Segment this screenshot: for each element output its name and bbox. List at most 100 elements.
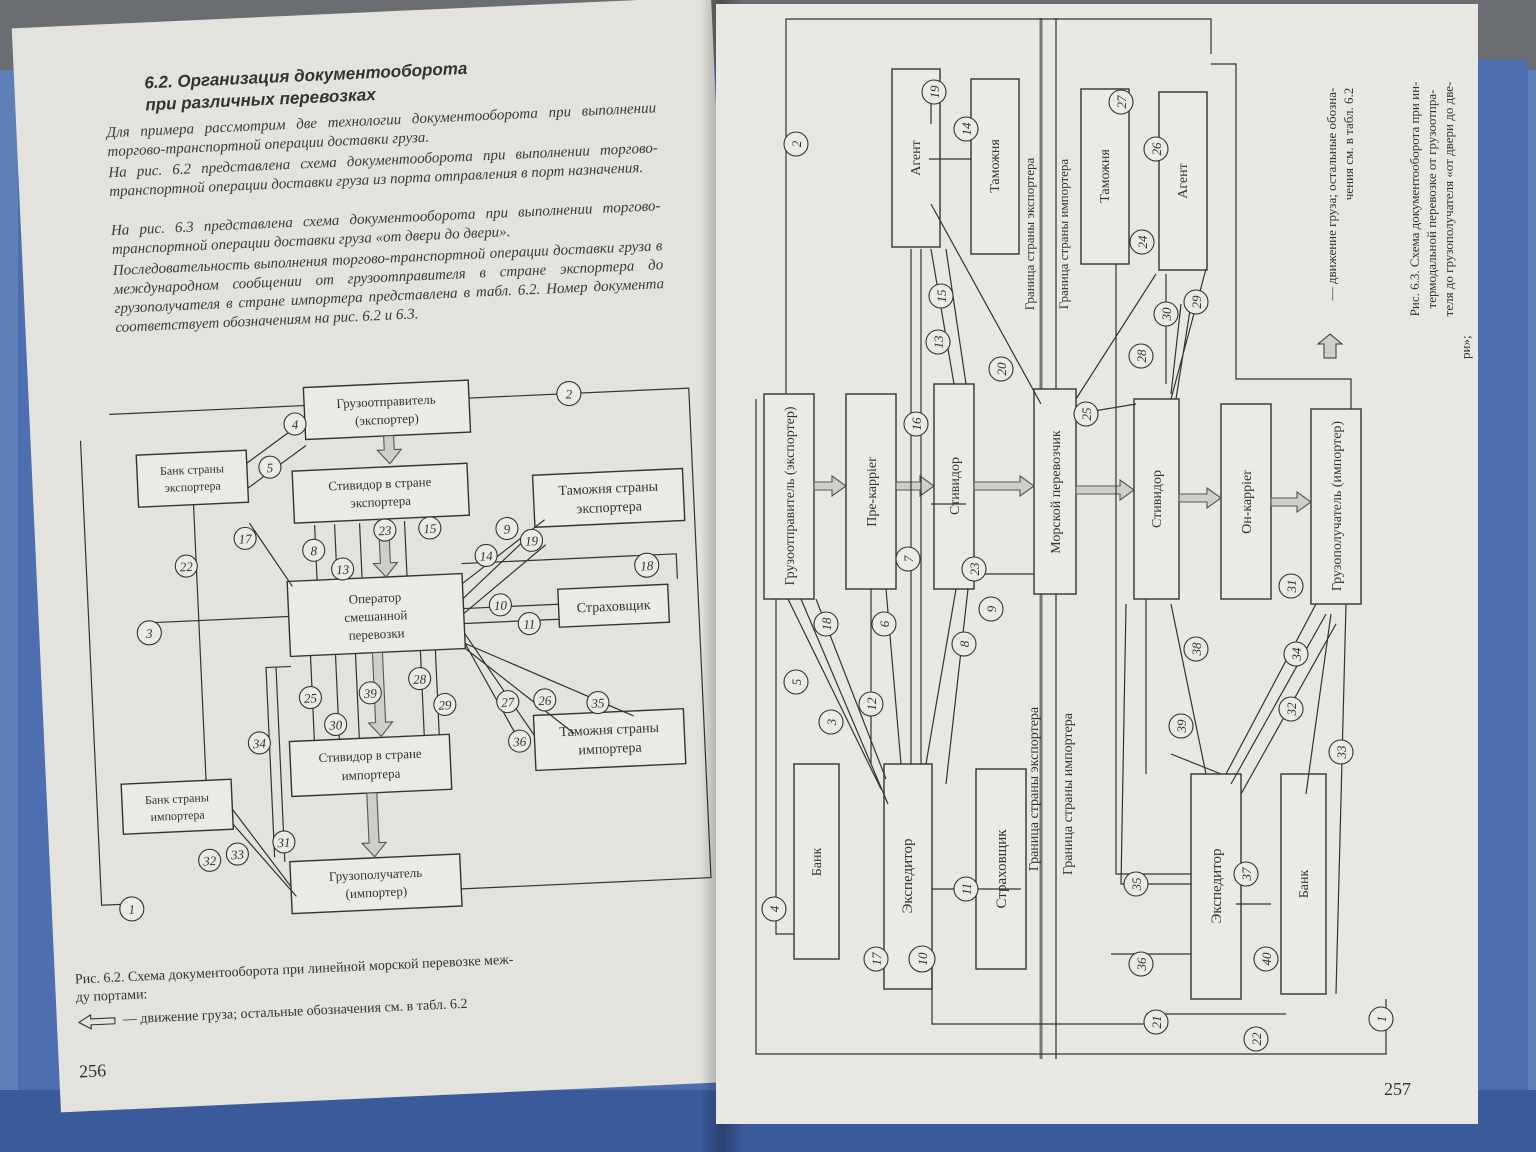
cargo-arrow	[376, 434, 403, 465]
circle-number: 32	[1284, 702, 1299, 717]
box-label: импортера	[150, 807, 205, 823]
cargo-arrow	[360, 792, 388, 858]
box-shipper: Грузоотправитель (экспортер)	[763, 393, 815, 600]
circle-number: 31	[276, 835, 291, 851]
legend: — движение груза; остальные обозначения …	[77, 985, 697, 1031]
circle-number: 10	[494, 598, 508, 614]
box-label: Страховщик	[994, 829, 1010, 909]
box-label: экспортера	[350, 493, 412, 511]
right-page: Грузоотправитель (экспортер) Пре-каррier…	[716, 4, 1478, 1124]
circle-number: 16	[909, 417, 924, 431]
cargo-arrow	[1270, 490, 1312, 514]
page-number: 257	[1384, 1079, 1411, 1099]
section-heading: 6.2. Организация документооборота при ра…	[144, 58, 469, 117]
circle-number: 4	[291, 417, 299, 432]
circle-number: 36	[512, 734, 527, 750]
circle-number: 3	[145, 626, 154, 641]
flow-line	[79, 440, 142, 906]
circle-number: 6	[877, 620, 892, 627]
border-label: Граница страны экспортера	[1027, 706, 1042, 871]
circle-number: 17	[869, 952, 884, 966]
box-label: экспортера	[576, 499, 643, 517]
circle-number: 33	[230, 847, 245, 863]
figure-6-3-diagram: Грузоотправитель (экспортер) Пре-каррier…	[755, 18, 1473, 1059]
circle-number: 35	[1129, 877, 1144, 892]
box-label: смешанной	[344, 607, 408, 625]
circle-number: 2	[565, 386, 573, 401]
circle-number: 30	[328, 717, 343, 733]
circle-number: 23	[378, 523, 392, 539]
circle-number: 31	[1284, 580, 1299, 594]
box-label: Оператор	[348, 589, 401, 606]
box-agent-importer: Агент	[1158, 91, 1208, 271]
box-bank-exporter: Банк	[793, 763, 840, 960]
box-stevedore-exporter: Стивидор в стране экспортера	[291, 462, 471, 524]
box-label: Грузоотправитель (экспортер)	[783, 406, 798, 585]
circle-number: 19	[525, 533, 539, 549]
circle-number: 4	[767, 905, 782, 912]
box-customs-importer: Таможня страны импортера	[532, 707, 687, 772]
circle-number: 32	[202, 853, 217, 869]
box-label: Он-каррier	[1240, 470, 1255, 534]
box-label: Банк	[1297, 870, 1312, 899]
circle-number: 13	[336, 562, 350, 578]
caption-line: Рис. 6.3. Схема документооборота при ин-	[1407, 82, 1422, 317]
box-label: Пре-каррier	[865, 457, 880, 527]
circle-number: 30	[1159, 307, 1174, 322]
box-label: Стивидор в стране	[318, 746, 422, 766]
circle-number: 29	[1189, 295, 1204, 309]
box-bank-exporter: Банк страны экспортера	[135, 449, 250, 508]
caption-line: — движение груза; остальные обозна-	[1324, 88, 1339, 302]
circle-number: 18	[819, 617, 834, 631]
cargo-arrow-icon	[77, 1013, 116, 1030]
circle-number: 38	[1189, 642, 1204, 657]
box-sea-carrier: Морской перевозчик	[1033, 388, 1077, 595]
box-consignee: Грузополучатель (импортер)	[289, 853, 463, 915]
circle-number: 21	[1149, 1016, 1164, 1029]
circle-number: 40	[1259, 952, 1274, 966]
box-label: импортера	[578, 741, 643, 759]
box-label: Агент	[1176, 163, 1191, 199]
caption-line: термодальной перевозке от грузоотпра-	[1424, 90, 1439, 309]
box-customs-exporter: Таможня страны экспортера	[531, 467, 686, 528]
circle-number: 26	[538, 693, 552, 709]
circle-number: 27	[1114, 95, 1129, 109]
box-bank-importer: Банк	[1280, 773, 1327, 995]
box-forwarder-importer: Экспедитор	[1190, 773, 1242, 1000]
box-label: Таможня	[988, 139, 1003, 193]
circle-number: 1	[128, 902, 135, 917]
circle-number: 13	[931, 335, 946, 349]
circle-number: 12	[864, 697, 879, 711]
circle-number: 24	[1135, 235, 1150, 249]
box-stevedore-importer: Стивидор в стране импортера	[288, 733, 453, 798]
circle-number: 14	[959, 122, 974, 136]
circle-number: 36	[1134, 957, 1149, 972]
caption-line: теля до грузополучателя «от двери до две…	[1441, 82, 1456, 317]
circle-number: 5	[266, 460, 274, 475]
circle-number: 18	[640, 558, 654, 574]
cargo-arrow	[1178, 486, 1222, 510]
cargo-arrow	[1075, 478, 1135, 502]
box-label: (экспортер)	[355, 410, 419, 428]
border-label: Граница страны экспортера	[1022, 158, 1037, 311]
figure-caption: Рис. 6.3. Схема документооборота при ин-…	[1316, 82, 1473, 359]
circle-number: 5	[789, 678, 804, 685]
circle-number: 2	[789, 140, 804, 147]
circle-number: 37	[1239, 867, 1254, 882]
box-stevedore-importer: Стивидор	[1133, 398, 1180, 600]
box-label: Грузоотправитель	[336, 392, 436, 411]
box-on-carrier: Он-каррier	[1220, 403, 1272, 600]
box-label: Таможня страны	[559, 721, 660, 741]
circle-number: 15	[934, 289, 949, 303]
figure-6-2-diagram: Грузоотправитель (экспортер) Банк страны…	[79, 379, 712, 922]
circle-number: 25	[304, 690, 318, 706]
circle-number: 22	[1249, 1032, 1264, 1046]
circle-number: 3	[824, 718, 839, 726]
circle-number: 22	[180, 559, 194, 575]
circle-number: 34	[1289, 647, 1304, 662]
cargo-arrow	[813, 474, 847, 498]
box-insurer: Страховщик	[557, 583, 671, 628]
circle-number: 9	[984, 605, 999, 612]
figure-caption: Рис. 6.2. Схема документооборота при лин…	[75, 943, 697, 1031]
circle-number: 11	[959, 883, 974, 895]
